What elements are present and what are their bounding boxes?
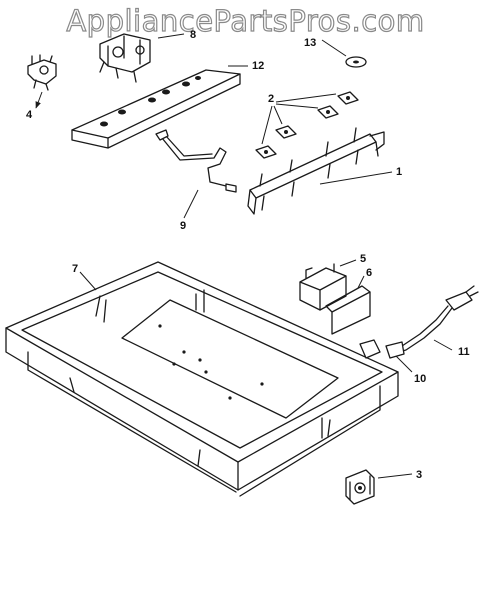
part-2-grommets bbox=[255, 91, 359, 159]
part-11-power-cord bbox=[359, 285, 479, 373]
callout-12: 12 bbox=[252, 60, 264, 72]
part-12-control-strip bbox=[71, 65, 248, 149]
part-8-valve-assembly bbox=[99, 33, 185, 83]
part-9-gas-tube bbox=[155, 129, 237, 219]
callout-5: 5 bbox=[360, 253, 366, 265]
leader-4 bbox=[35, 91, 43, 109]
part-6-bracket bbox=[325, 275, 371, 335]
callout-4: 4 bbox=[26, 109, 33, 121]
callout-13: 13 bbox=[304, 37, 316, 49]
callout-3: 3 bbox=[416, 469, 422, 481]
callout-6: 6 bbox=[366, 267, 372, 279]
callout-8: 8 bbox=[190, 29, 196, 41]
callout-1: 1 bbox=[396, 166, 402, 178]
part-5-module bbox=[299, 259, 357, 311]
callout-9: 9 bbox=[180, 220, 186, 232]
part-13-cap bbox=[321, 39, 367, 68]
callout-11: 11 bbox=[458, 346, 470, 358]
part-1-manifold bbox=[247, 127, 393, 215]
part-7-cooktop-pan bbox=[5, 261, 399, 497]
part-3-ignitor bbox=[345, 469, 413, 505]
part-4-valve bbox=[27, 54, 57, 109]
callout-7: 7 bbox=[72, 263, 78, 275]
callout-10: 10 bbox=[414, 373, 426, 385]
callout-2: 2 bbox=[268, 93, 274, 105]
